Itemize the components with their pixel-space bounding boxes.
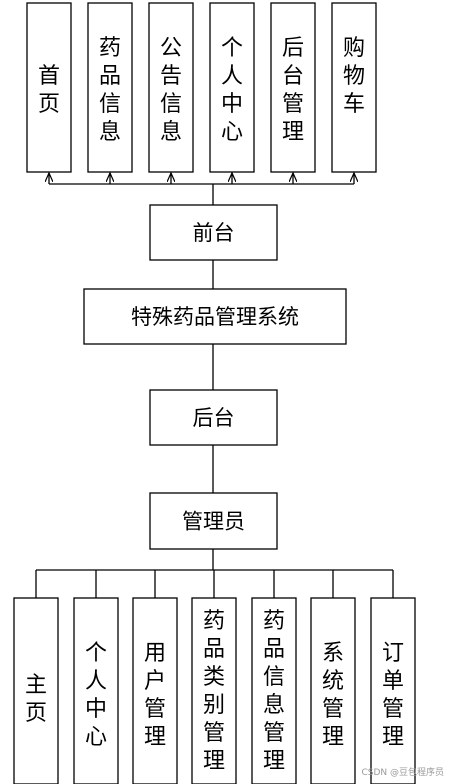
system-title-node: 特殊药品管理系统 — [83, 288, 347, 345]
back-module-5-label: 药品信息管理 — [263, 609, 285, 774]
front-module-4: 个人中心 — [209, 2, 255, 173]
front-module-2: 药品信息 — [87, 2, 133, 173]
back-module-3: 用户管理 — [132, 597, 178, 784]
back-node: 后台 — [149, 389, 278, 446]
front-module-3: 公告信息 — [148, 2, 194, 173]
back-module-2: 个人中心 — [73, 597, 119, 784]
back-module-6-label: 系统管理 — [322, 641, 344, 750]
back-module-7-label: 订单管理 — [382, 641, 404, 750]
back-module-4-label: 药品类别管理 — [203, 609, 225, 774]
back-module-1: 主页 — [13, 597, 59, 784]
back-module-5: 药品信息管理 — [251, 597, 297, 784]
back-module-6: 系统管理 — [310, 597, 356, 784]
admin-node-label: 管理员 — [182, 510, 245, 534]
back-node-label: 后台 — [193, 406, 235, 430]
front-module-2-label: 药品信息 — [99, 36, 121, 145]
system-title-node-label: 特殊药品管理系统 — [131, 305, 299, 329]
front-node: 前台 — [149, 204, 278, 261]
front-module-5: 后台管理 — [270, 2, 316, 173]
back-module-2-label: 个人中心 — [85, 641, 107, 750]
watermark: CSDN @豆包程序员 — [361, 768, 444, 778]
back-module-3-label: 用户管理 — [144, 641, 166, 750]
front-module-1: 首页 — [26, 2, 72, 173]
front-node-label: 前台 — [193, 221, 235, 245]
admin-node: 管理员 — [149, 492, 278, 550]
front-module-3-label: 公告信息 — [160, 36, 182, 145]
front-module-5-label: 后台管理 — [282, 36, 304, 145]
front-module-6: 购物车 — [331, 2, 377, 173]
back-module-7: 订单管理 — [370, 597, 416, 784]
back-module-1-label: 主页 — [25, 673, 47, 726]
back-module-4: 药品类别管理 — [191, 597, 237, 784]
front-module-1-label: 首页 — [38, 64, 60, 117]
front-module-6-label: 购物车 — [343, 36, 365, 117]
front-module-4-label: 个人中心 — [221, 36, 243, 145]
